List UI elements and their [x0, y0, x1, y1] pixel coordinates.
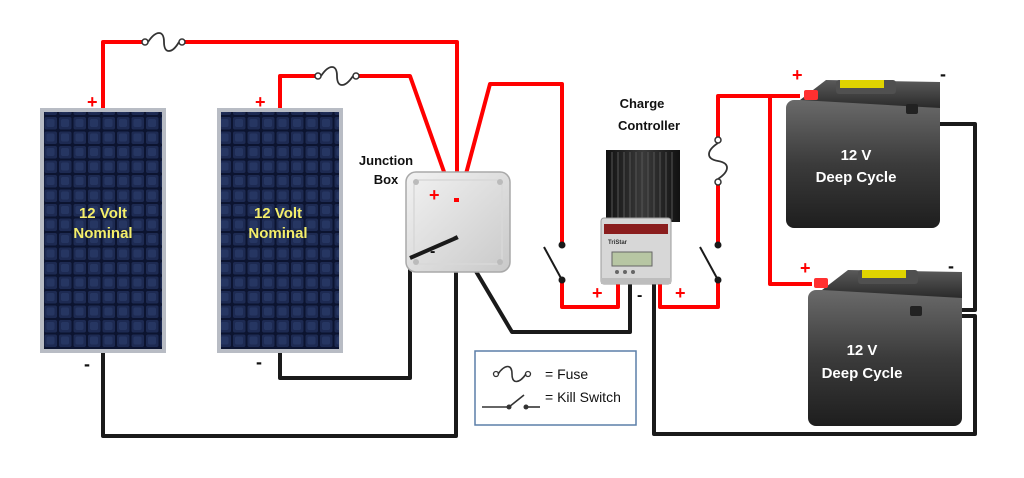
solar-panel-2: 12 Volt Nominal	[217, 108, 343, 353]
junction-box-minus: -	[430, 243, 435, 260]
legend-kill-switch-label: = Kill Switch	[545, 389, 621, 405]
fuse-panel2	[314, 66, 360, 86]
legend-fuse-label: = Fuse	[545, 366, 588, 382]
battery-2-label-line1: 12 V	[847, 342, 878, 359]
panel-1-label-line2: Nominal	[73, 225, 132, 242]
wire-panel2-positive	[278, 74, 456, 201]
positive-wires	[101, 40, 812, 309]
panel-1-minus: -	[84, 354, 90, 374]
battery-2-plus: +	[800, 258, 811, 278]
battery-1-minus: -	[940, 64, 946, 84]
controller-label-line1: Charge	[620, 96, 665, 111]
solar-panel-1: 12 Volt Nominal	[40, 108, 166, 353]
panel-1-plus: +	[87, 92, 98, 112]
wire-panel1-negative	[101, 238, 458, 438]
panel-1-label-line1: 12 Volt	[79, 205, 127, 222]
wire-junction-to-controller-positive	[457, 82, 620, 309]
controller-input-minus: -	[637, 287, 642, 304]
junction-box-label-line2: Box	[374, 172, 399, 187]
controller-label-line2: Controller	[618, 118, 680, 133]
wire-junction-to-controller-negative	[453, 234, 632, 334]
legend-fuse-icon	[492, 365, 532, 383]
wire-panel1-positive	[101, 40, 459, 200]
panel-2-label-line2: Nominal	[248, 225, 307, 242]
battery-2-minus: -	[948, 256, 954, 276]
battery-1: 12 V Deep Cycle	[786, 80, 940, 228]
legend-kill-switch-icon	[482, 394, 540, 410]
wire-panel2-negative	[278, 258, 412, 380]
wire-battery-parallel-positive	[768, 94, 812, 286]
junction-box-label-line1: Junction	[359, 153, 413, 168]
battery-2-label-line2: Deep Cycle	[822, 365, 903, 382]
panel-2-label-line1: 12 Volt	[254, 205, 302, 222]
battery-1-plus: +	[792, 65, 803, 85]
legend: = Fuse = Kill Switch	[474, 350, 637, 426]
charge-controller: TriStar	[600, 150, 680, 285]
controller-output-plus: +	[675, 283, 686, 303]
battery-1-label-line2: Deep Cycle	[816, 169, 897, 186]
battery-2: 12 V Deep Cycle	[808, 270, 962, 426]
panel-2-minus: -	[256, 352, 262, 372]
battery-1-label-line1: 12 V	[841, 147, 872, 164]
kill-switch-output	[699, 241, 722, 284]
junction-box	[405, 171, 511, 273]
controller-brand: TriStar	[608, 240, 628, 246]
fuse-battery	[708, 136, 728, 186]
junction-box-plus: +	[429, 185, 440, 205]
controller-input-plus: +	[592, 283, 603, 303]
fuse-panel1	[141, 32, 186, 52]
kill-switch-input	[543, 241, 566, 284]
wire-controller-to-battery-positive	[658, 94, 800, 309]
panel-2-plus: +	[255, 92, 266, 112]
